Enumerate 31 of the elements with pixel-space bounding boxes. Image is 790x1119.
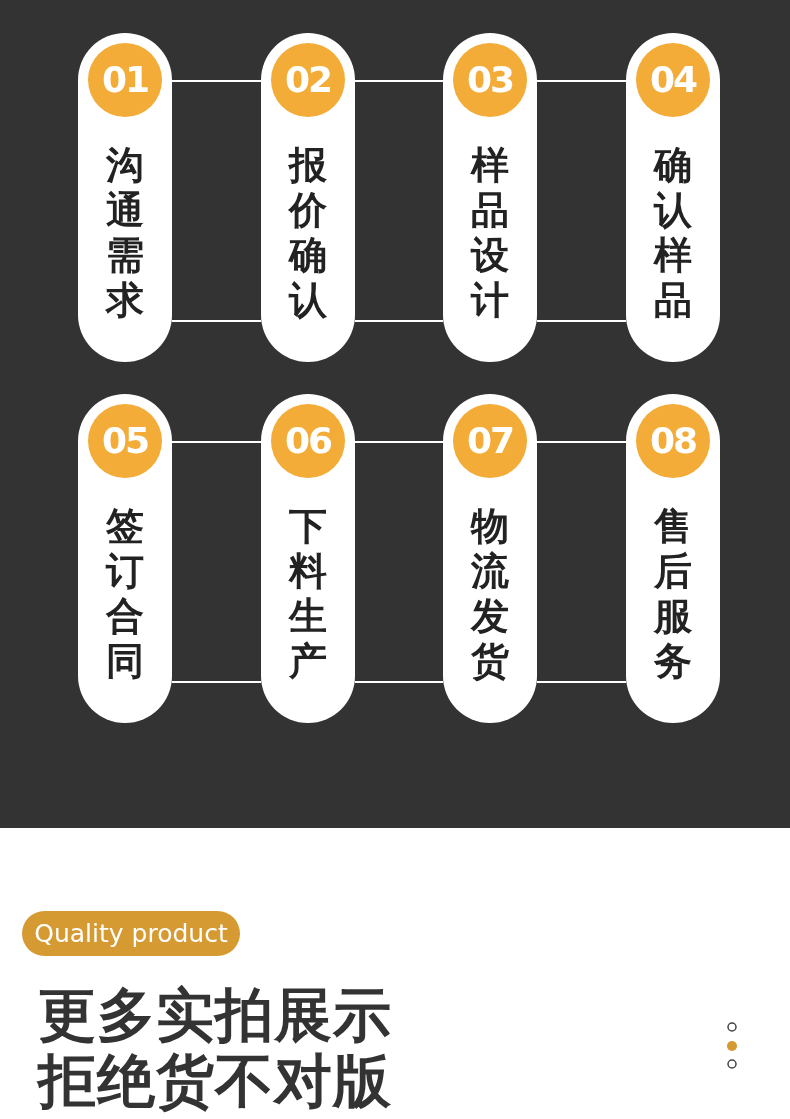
connector-line [171,80,262,82]
step-number-circle: 06 [271,404,345,478]
step-label: 签订合同 [105,504,145,684]
heading: 更多实拍展示 [38,984,392,1046]
step-number-circle: 05 [88,404,162,478]
step-label: 样品设计 [470,143,510,323]
connector-line [354,80,444,82]
step-number-circle: 07 [453,404,527,478]
connector-line [536,441,627,443]
connector-line [354,441,444,443]
heading: 拒绝货不对版 [38,1050,392,1112]
step-number-circle: 02 [271,43,345,117]
connector-line [354,320,444,322]
step-number-circle: 01 [88,43,162,117]
step-number-circle: 08 [636,404,710,478]
connector-line [171,320,262,322]
connector-line [536,80,627,82]
connector-line [536,681,627,683]
connector-line [171,681,262,683]
step-label: 确认样品 [653,143,693,323]
step-label: 物流发货 [470,504,510,684]
connector-line [536,320,627,322]
step-label: 售后服务 [653,504,693,684]
step-label: 沟通需求 [105,143,145,323]
step-number-circle: 03 [453,43,527,117]
connector-line [354,681,444,683]
step-number-circle: 04 [636,43,710,117]
tag-badge: Quality product [22,911,240,956]
step-label: 报价确认 [288,143,328,323]
connector-line [171,441,262,443]
step-label: 下料生产 [288,504,328,684]
